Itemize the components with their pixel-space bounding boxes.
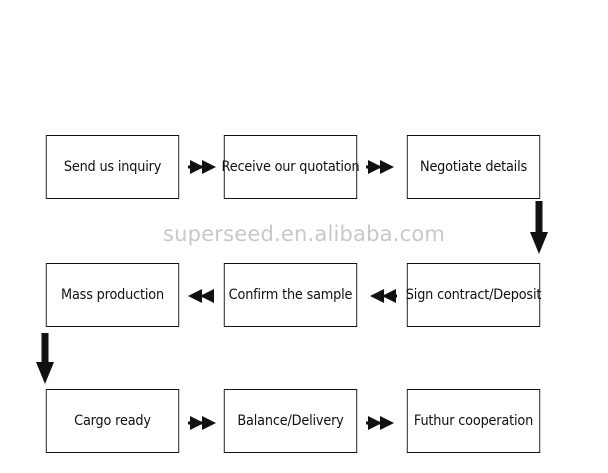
step-label: Sign contract/Deposit — [405, 287, 542, 303]
arrow-right-icon — [188, 416, 216, 430]
step-label: Cargo ready — [74, 413, 151, 429]
arrow-down-icon — [36, 333, 54, 384]
arrow-right-icon — [366, 160, 394, 174]
step-cargo-ready: Cargo ready — [45, 389, 180, 453]
step-confirm-sample: Confirm the sample — [223, 263, 358, 327]
arrow-left-icon — [188, 289, 214, 303]
step-negotiate-details: Negotiate details — [406, 135, 541, 199]
arrow-left-icon — [370, 289, 397, 303]
step-label: Confirm the sample — [228, 287, 353, 303]
arrow-right-icon — [188, 160, 216, 174]
step-label: Mass production — [61, 287, 164, 303]
arrow-right-icon — [366, 416, 394, 430]
step-receive-quotation: Receive our quotation — [221, 135, 360, 199]
step-label: Negotiate details — [419, 159, 527, 175]
step-label: Receive our quotation — [221, 159, 360, 175]
step-label: Balance/Delivery — [237, 413, 344, 429]
step-balance-delivery: Balance/Delivery — [223, 389, 358, 453]
watermark: superseed.en.alibaba.com — [162, 222, 446, 246]
arrow-down-icon — [530, 201, 548, 254]
step-futhur-cooperation: Futhur cooperation — [406, 389, 541, 453]
step-label: Futhur cooperation — [413, 413, 534, 429]
step-sign-contract: Sign contract/Deposit — [405, 263, 542, 327]
step-mass-production: Mass production — [45, 263, 180, 327]
step-send-inquiry: Send us inquiry — [45, 135, 180, 199]
step-label: Send us inquiry — [63, 159, 162, 175]
